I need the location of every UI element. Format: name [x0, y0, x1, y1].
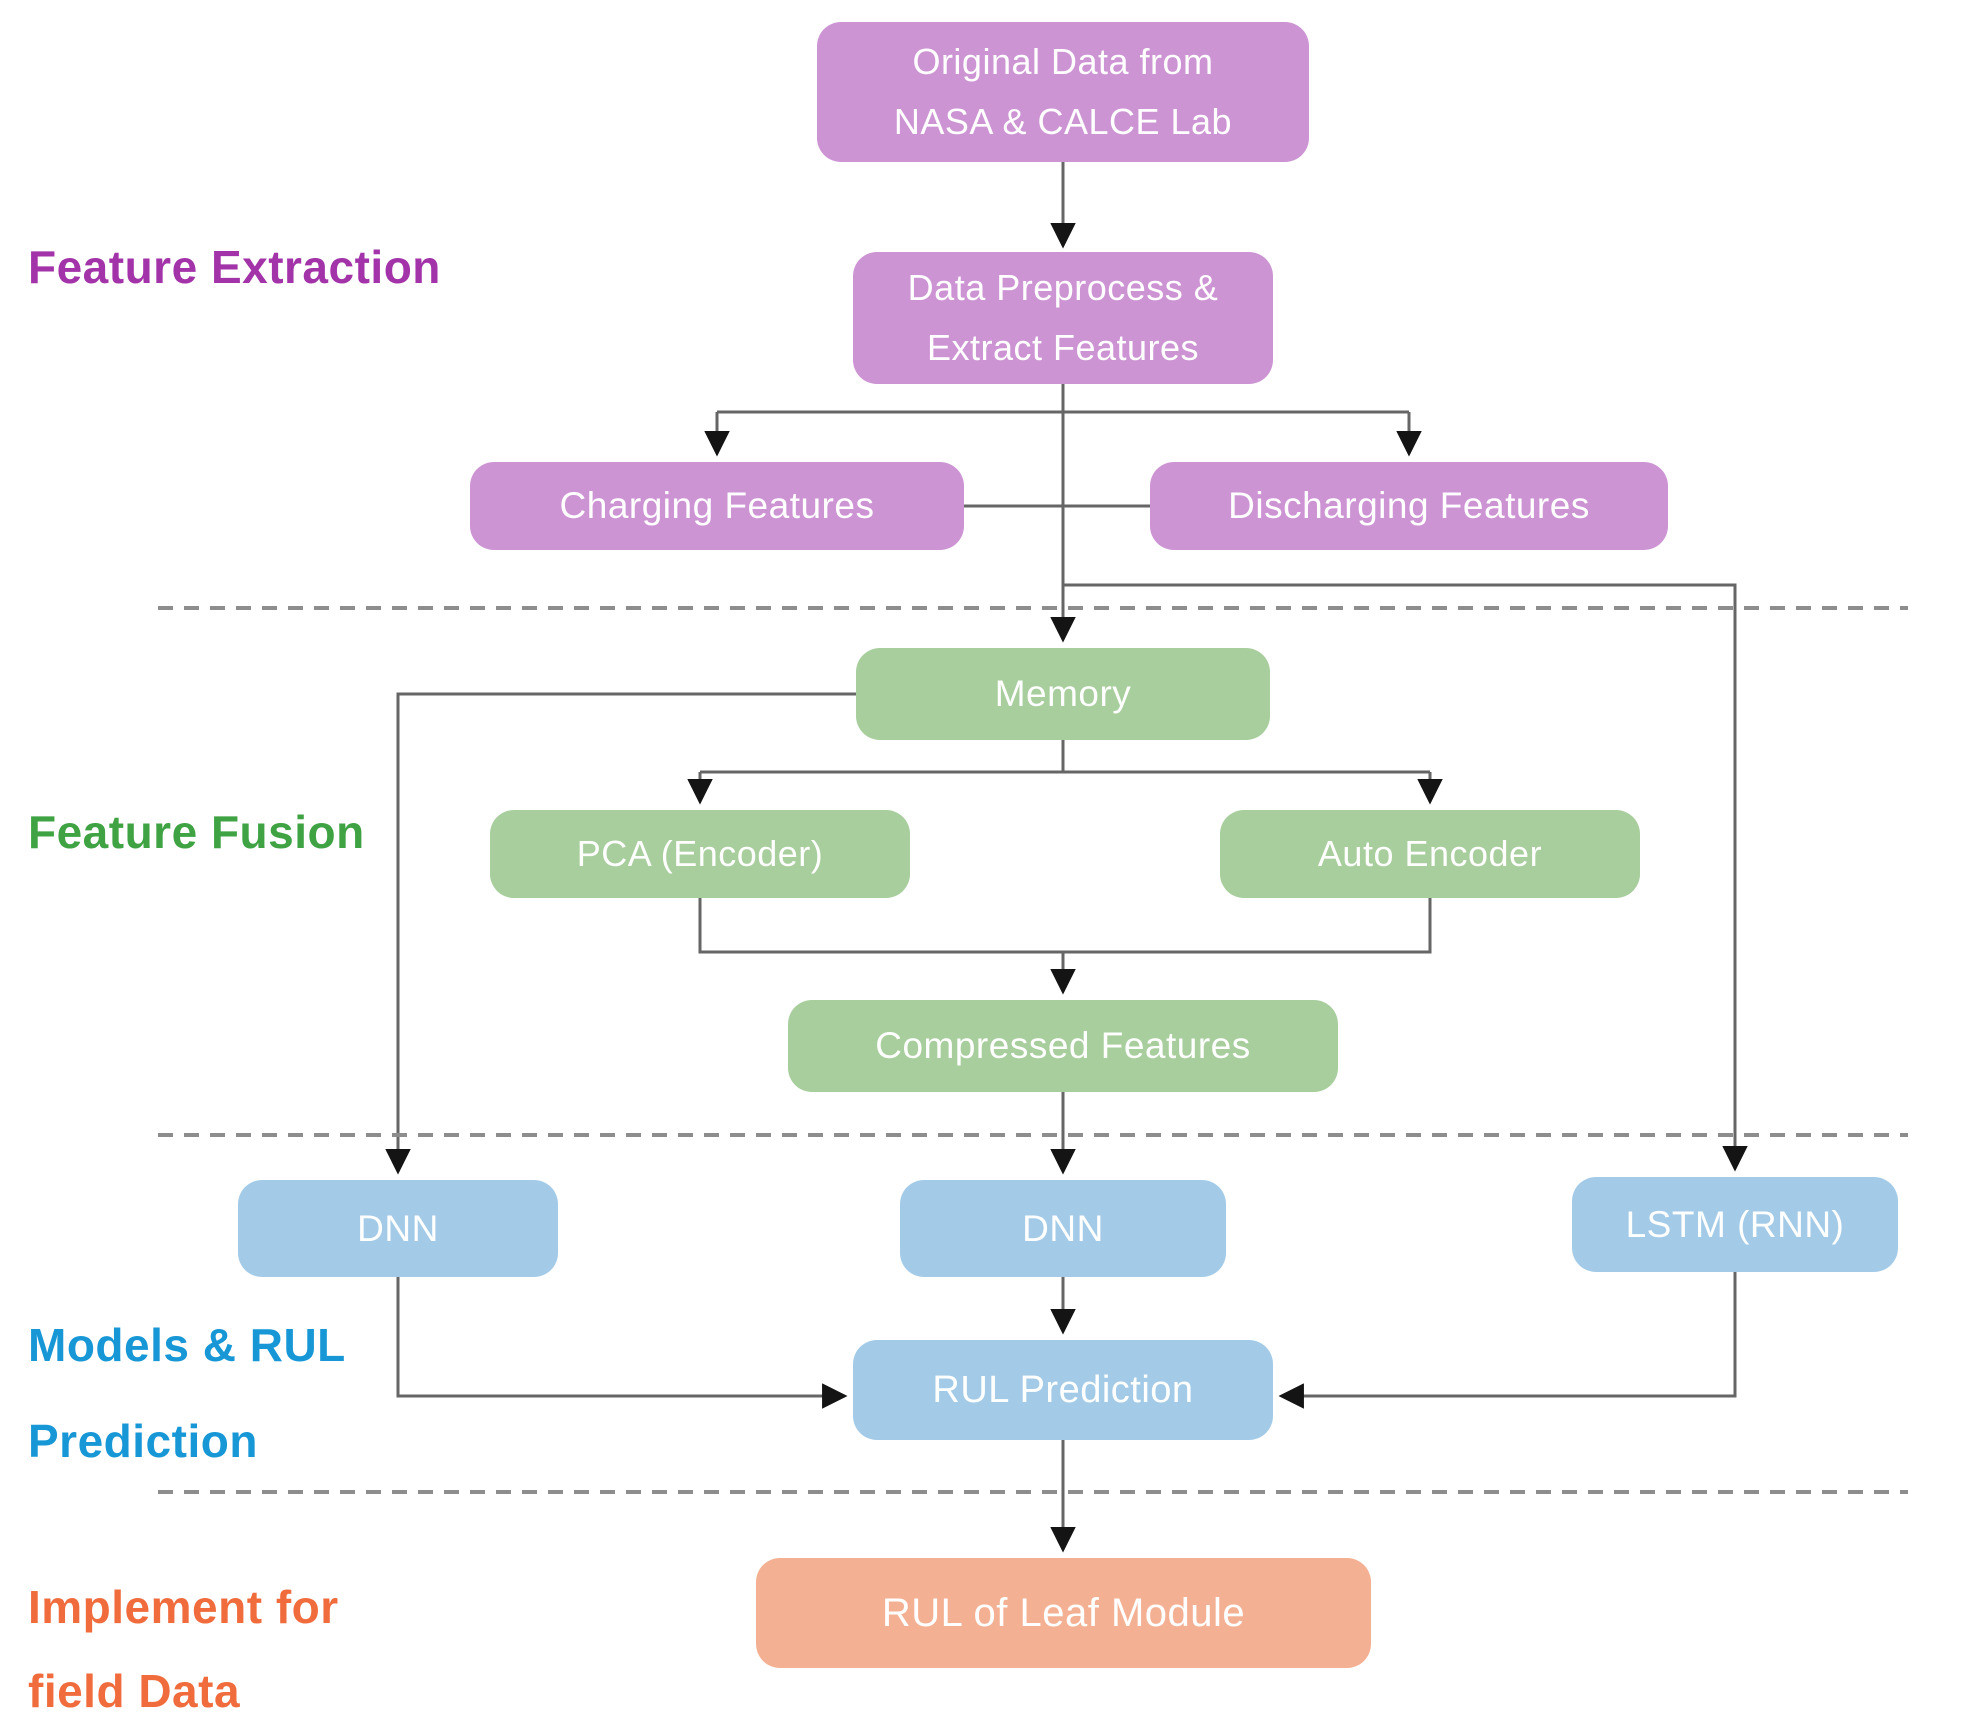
- section-label-models-rul-line2: Prediction: [28, 1415, 258, 1467]
- edge-junction-lstm: [1063, 583, 1748, 1172]
- node-dnn-middle: DNN: [900, 1180, 1226, 1277]
- section-label-implement-line1: Implement for: [28, 1581, 339, 1633]
- node-rul-prediction: RUL Prediction: [853, 1340, 1273, 1440]
- node-discharging-features: Discharging Features: [1150, 462, 1668, 550]
- edge-dnn-left-rul: [396, 1277, 848, 1409]
- node-auto-encoder: Auto Encoder: [1220, 810, 1640, 898]
- node-original-data-line2: NASA & CALCE Lab: [893, 101, 1233, 142]
- node-pca-encoder: PCA (Encoder): [490, 810, 910, 898]
- node-memory: Memory: [856, 648, 1270, 740]
- section-label-implement-line2: field Data: [28, 1665, 241, 1712]
- section-label-feature-extraction: Feature Extraction: [28, 241, 441, 293]
- edge-encoders-join: [698, 898, 1432, 954]
- node-dnn-left: DNN: [238, 1180, 558, 1277]
- section-label-feature-fusion: Feature Fusion: [28, 806, 365, 858]
- node-original-data: Original Data from NASA & CALCE Lab: [817, 22, 1309, 162]
- node-charging-features: Charging Features: [470, 462, 964, 550]
- node-rul-of-leaf-module: RUL of Leaf Module: [756, 1558, 1371, 1668]
- edge-memory-dnn-left: [385, 692, 856, 1175]
- edge-preprocess-split: [717, 384, 1409, 414]
- node-data-preprocess-line1: Data Preprocess &: [907, 267, 1219, 308]
- node-data-preprocess-line2: Extract Features: [926, 327, 1200, 368]
- edge-lstm-rul: [1278, 1272, 1737, 1409]
- edge-memory-split: [700, 740, 1430, 774]
- node-lstm-rnn: LSTM (RNN): [1572, 1177, 1898, 1272]
- node-data-preprocess: Data Preprocess & Extract Features: [853, 252, 1273, 384]
- section-label-models-rul-line1: Models & RUL: [28, 1319, 346, 1371]
- node-original-data-line1: Original Data from: [912, 41, 1214, 82]
- node-compressed-features: Compressed Features: [788, 1000, 1338, 1092]
